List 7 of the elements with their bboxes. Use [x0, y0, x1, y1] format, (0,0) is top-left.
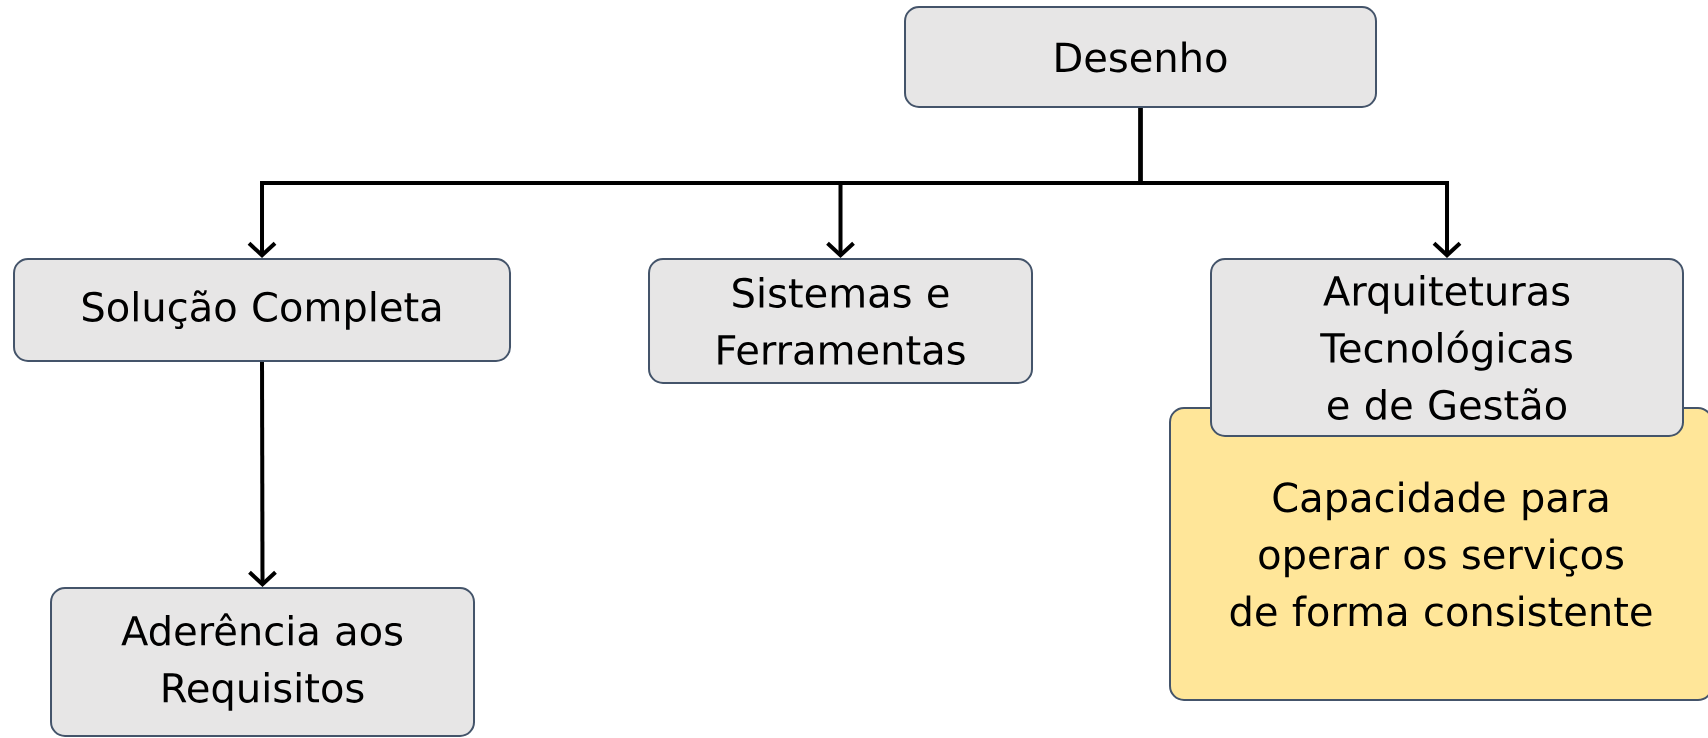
- arrow: [248, 362, 277, 587]
- text-box: Solução Completa: [13, 258, 511, 362]
- arrow: [1138, 108, 1462, 258]
- text-box: Sistemas e Ferramentas: [648, 258, 1033, 384]
- text-box: Aderência aos Requisitos: [50, 587, 475, 737]
- text-box: Arquiteturas Tecnológicas e de Gestão: [1210, 258, 1684, 437]
- text-box: Desenho: [904, 6, 1377, 108]
